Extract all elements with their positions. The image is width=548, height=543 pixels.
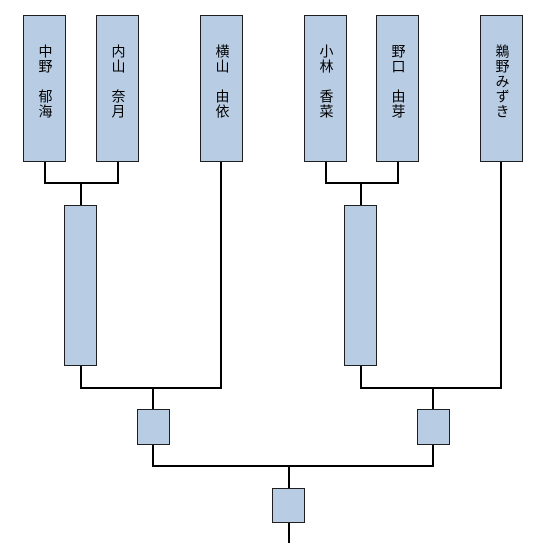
player-name-5: 野口 由芽 <box>389 44 406 119</box>
player-box-2: 内山 奈月 <box>96 15 139 162</box>
connector-line <box>80 182 82 206</box>
connector-line <box>220 162 222 388</box>
connector-line <box>325 182 399 184</box>
connector-line <box>432 387 434 410</box>
connector-line <box>44 162 46 183</box>
connector-line <box>152 445 154 466</box>
connector-line <box>360 182 362 206</box>
round1-winner-box-right <box>344 205 377 366</box>
connector-line <box>117 162 119 183</box>
player-box-3: 横山 由依 <box>200 15 243 162</box>
connector-line <box>360 366 362 388</box>
connector-line <box>325 162 327 183</box>
player-box-6: 鵜野みずき <box>480 15 523 162</box>
champion-box <box>272 488 305 523</box>
connector-line <box>500 162 502 388</box>
connector-line <box>288 465 290 489</box>
player-box-5: 野口 由芽 <box>376 15 419 162</box>
connector-line <box>397 162 399 183</box>
player-name-3: 横山 由依 <box>213 44 230 119</box>
connector-line <box>80 387 222 389</box>
semifinal-winner-box-left <box>137 409 170 445</box>
player-name-1: 中野 郁海 <box>36 44 53 119</box>
player-box-1: 中野 郁海 <box>23 15 66 162</box>
connector-line <box>80 366 82 388</box>
connector-line <box>152 387 154 410</box>
connector-line <box>360 387 502 389</box>
player-name-6: 鵜野みずき <box>493 44 510 119</box>
player-name-2: 内山 奈月 <box>109 44 126 119</box>
connector-line <box>44 182 119 184</box>
round1-winner-box-left <box>64 205 97 366</box>
connector-line <box>288 523 290 543</box>
player-name-4: 小林 香菜 <box>317 44 334 119</box>
connector-line <box>152 465 434 467</box>
player-box-4: 小林 香菜 <box>304 15 347 162</box>
connector-line <box>432 445 434 466</box>
semifinal-winner-box-right <box>417 409 450 445</box>
